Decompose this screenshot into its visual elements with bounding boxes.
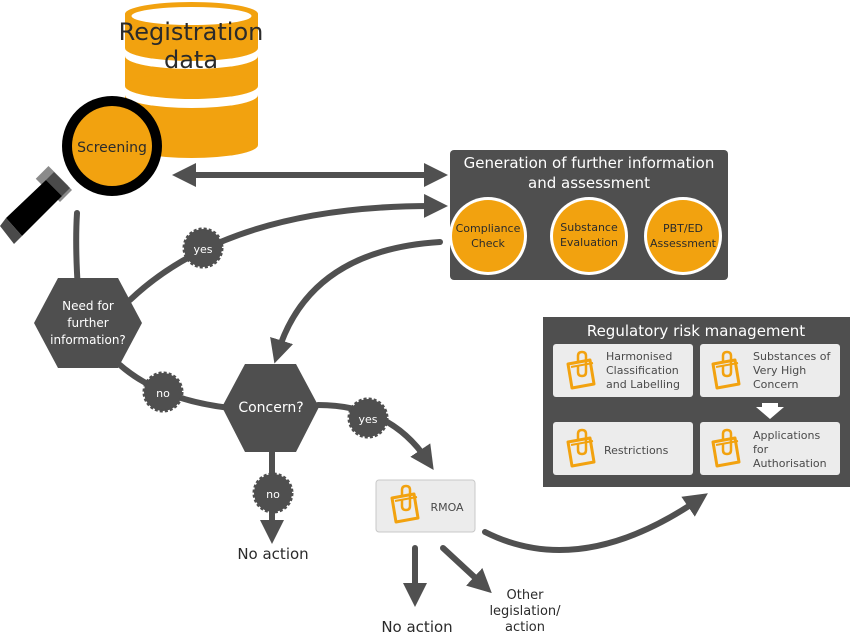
rrm-card-svhc-line3: Concern (753, 378, 799, 391)
need-info-line1: Need for (62, 299, 114, 313)
need-info-line2: further (67, 316, 108, 330)
screening-label: Screening (77, 140, 147, 156)
rmoa-node[interactable]: RMOA (375, 479, 476, 533)
pbt-ed-line1: PBT/ED (663, 222, 703, 235)
no-badge-concern: no (252, 472, 294, 514)
rmoa-other-arrow (440, 545, 492, 594)
compliance-check-line2: Check (471, 237, 505, 250)
yes-badge-need: yes (182, 227, 224, 269)
rrm-card-svhc-line2: Very High (753, 364, 806, 377)
rmoa-label: RMOA (430, 501, 464, 514)
substance-evaluation-line2: Evaluation (560, 236, 618, 249)
need-info-decision[interactable]: Need for further information? (34, 278, 142, 368)
no-action-concern: No action (237, 545, 308, 563)
pbt-ed-assessment-node[interactable]: PBT/ED Assessment (644, 197, 722, 275)
database-icon (125, 2, 258, 158)
generation-to-concern-arrow (270, 239, 443, 364)
rrm-card-hcl-line2: Classification (606, 364, 679, 377)
concern-label: Concern? (238, 400, 303, 416)
magnifying-glass-icon (0, 96, 162, 244)
rrm-card-restrictions-line1: Restrictions (604, 444, 669, 457)
rrm-card-authorisation-line1: Applications (753, 429, 820, 442)
concern-decision[interactable]: Concern? (222, 364, 319, 452)
rrm-card-hcl-line3: and Labelling (606, 378, 680, 391)
no-action-rmoa: No action (381, 618, 452, 636)
rmoa-to-rrm-arrow (482, 493, 708, 553)
generation-title-line2: and assessment (528, 174, 650, 192)
compliance-check-node[interactable]: Compliance Check (449, 197, 527, 275)
database-label-line2: data (164, 46, 218, 74)
rrm-card-authorisation[interactable]: Applications for Authorisation (700, 422, 840, 475)
rrm-title: Regulatory risk management (587, 322, 805, 340)
svhc-to-authorisation-arrow (756, 403, 784, 419)
yes-badge-concern-label: yes (358, 413, 377, 426)
rrm-card-authorisation-line2: for (753, 443, 769, 456)
need-info-line3: information? (50, 333, 126, 347)
other-legislation-line3: action (505, 620, 545, 635)
yes-badge-concern: yes (347, 397, 389, 439)
generation-title-line1: Generation of further information (464, 154, 715, 172)
no-badge-need-label: no (156, 387, 170, 400)
compliance-check-line1: Compliance (456, 222, 521, 235)
rrm-card-restrictions[interactable]: Restrictions (553, 422, 693, 475)
rrm-card-authorisation-line3: Authorisation (753, 457, 827, 470)
rrm-card-svhc-line1: Substances of (753, 350, 831, 363)
substance-evaluation-line1: Substance (560, 221, 618, 234)
no-badge-need: no (142, 371, 184, 413)
pbt-ed-line2: Assessment (650, 237, 717, 250)
rrm-card-svhc[interactable]: Substances of Very High Concern (700, 344, 840, 397)
substance-evaluation-node[interactable]: Substance Evaluation (550, 197, 628, 275)
other-legislation-line2: legislation/ (489, 604, 561, 619)
rrm-card-hcl-line1: Harmonised (606, 350, 672, 363)
database-label-line1: Registration (119, 18, 264, 46)
yes-badge-need-label: yes (193, 243, 212, 256)
rrm-card-hcl[interactable]: Harmonised Classification and Labelling (553, 344, 693, 397)
yes-to-generation-arrow (127, 193, 448, 303)
no-badge-concern-label: no (266, 488, 280, 501)
other-legislation-line1: Other (507, 588, 545, 603)
